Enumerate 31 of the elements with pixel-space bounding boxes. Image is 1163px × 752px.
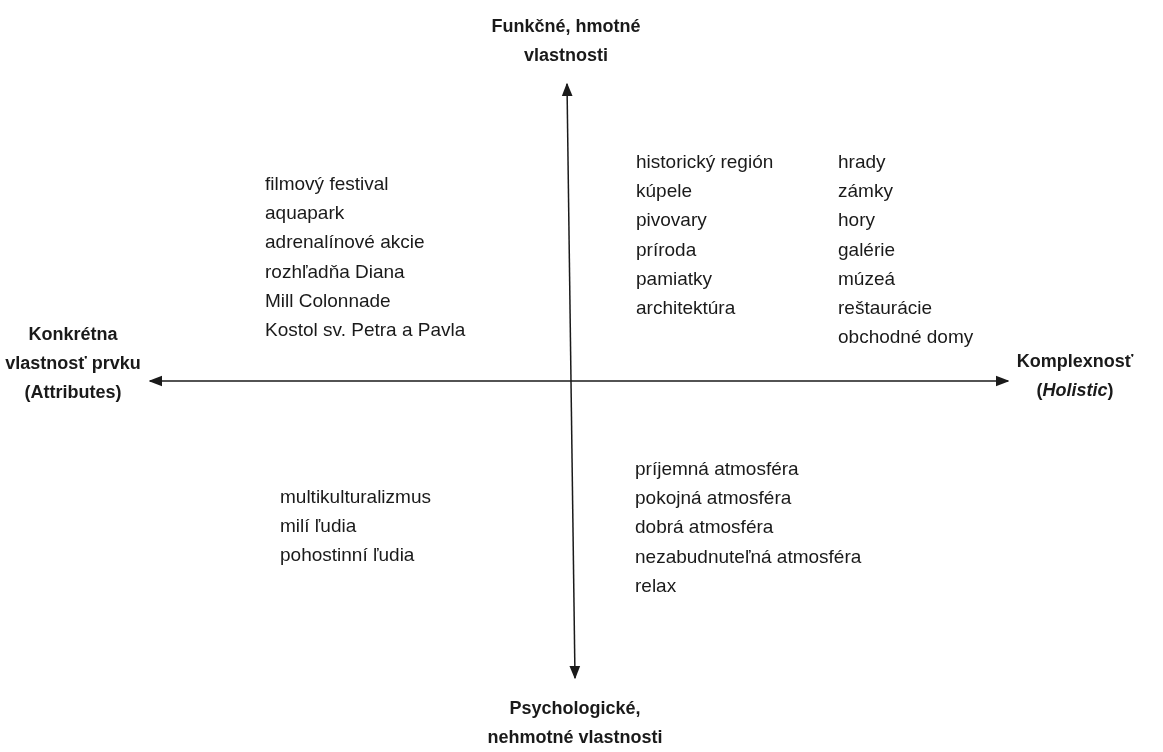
quadrant-item-text: pokojná atmosféra xyxy=(635,487,792,510)
quadrant-item-text: dobrá atmosféra xyxy=(635,516,774,539)
quadrant-item-text: nezabudnuteľná atmosféra xyxy=(635,545,862,568)
quadrant-item-text: hrady xyxy=(838,151,886,173)
quadrant-item-text: multikulturalizmus xyxy=(280,486,431,508)
quadrant-item-text: galérie xyxy=(838,238,896,261)
quadrant-item-text: Mill Colonnade xyxy=(265,289,391,312)
quadrant-item-text: príjemná atmosféra xyxy=(635,458,799,480)
quadrant-item-text: filmový festival xyxy=(265,173,389,195)
quadrant-item-text: relax xyxy=(635,574,677,597)
quadrant-item-text: príroda xyxy=(636,238,697,261)
axis-label: Konkrétna vlastnosť prvku (Attributes) xyxy=(4,323,142,404)
quadrant-item-text: historický región xyxy=(636,151,774,173)
quadrant-item-text: obchodné domy xyxy=(838,326,974,349)
quadrant-item-text: reštaurácie xyxy=(838,297,932,319)
quadrant-item-text: aquapark xyxy=(265,202,345,225)
quadrant-item-text: rozhľadňa Diana xyxy=(265,260,405,283)
axis-label: Psychologické, nehmotné vlastnosti xyxy=(486,697,664,749)
axis-label: Funkčné, hmotné vlastnosti xyxy=(490,15,642,67)
quadrant-item-text: architektúra xyxy=(636,297,736,319)
quadrant-item-text: kúpele xyxy=(636,180,692,203)
quadrant-item-text: hory xyxy=(838,209,875,232)
quadrant-item-text: pohostinní ľudia xyxy=(280,544,415,567)
quadrant-item-text: adrenalínové akcie xyxy=(265,231,425,254)
quadrant-item-text: pamiatky xyxy=(636,267,713,290)
quadrant-item-text: pivovary xyxy=(636,209,707,232)
quadrant-item-text: múzeá xyxy=(838,267,896,290)
quadrant-item-text: Kostol sv. Petra a Pavla xyxy=(265,319,466,341)
quadrant-item-text: zámky xyxy=(838,180,893,203)
axis-label: Komplexnosť (Holistic) xyxy=(1015,350,1135,402)
quadrant-item-text: milí ľudia xyxy=(280,515,357,538)
